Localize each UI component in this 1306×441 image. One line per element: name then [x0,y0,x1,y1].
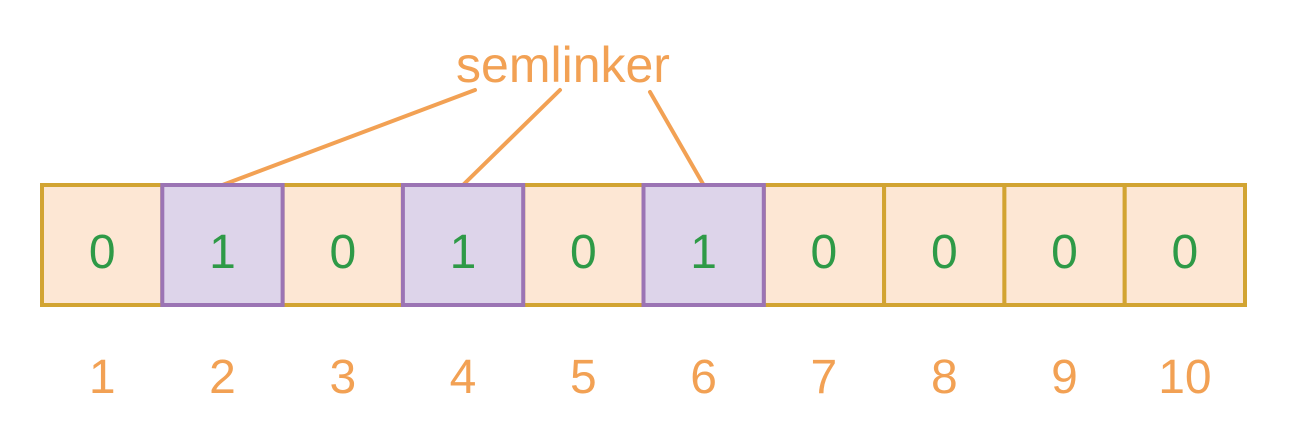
bit-cell-1: 0 [40,183,165,307]
bit-cell-box-highlighted [400,183,526,307]
bit-cell-10: 0 [1122,183,1247,307]
bit-value: 0 [329,226,356,279]
bit-cell-9: 0 [1002,183,1127,307]
bit-value: 0 [89,226,116,279]
bit-value: 0 [811,226,838,279]
connector-line-2 [220,88,477,187]
index-label-8: 8 [931,351,958,404]
index-label-9: 9 [1051,351,1078,404]
index-label-1: 1 [89,351,116,404]
bit-cell-box [1002,183,1127,307]
bit-cell-box [521,183,646,307]
connector-lines [220,88,706,187]
index-label-6: 6 [690,351,717,404]
index-label-10: 10 [1158,351,1211,404]
bit-value: 1 [450,226,477,279]
index-label-7: 7 [811,351,838,404]
bit-cell-4: 1 [400,183,526,307]
bit-value: 0 [1051,226,1078,279]
bit-cell-3: 0 [280,183,405,307]
bit-value: 1 [690,226,717,279]
index-label-2: 2 [209,351,236,404]
index-label-5: 5 [570,351,597,404]
bit-cell-box [280,183,405,307]
bit-cell-box [1122,183,1247,307]
connector-line-6 [648,90,706,187]
bit-value: 0 [1172,226,1199,279]
bit-cell-box-highlighted [641,183,766,307]
bit-cell-5: 0 [521,183,646,307]
index-label-4: 4 [450,351,477,404]
index-label-3: 3 [329,351,356,404]
bit-cell-box-highlighted [160,183,285,307]
bit-value: 1 [209,226,236,279]
connector-line-4 [461,88,562,187]
index-labels: 1 2 3 4 5 6 7 8 9 10 [89,351,1212,404]
bit-cell-6: 1 [641,183,766,307]
hash-key-label: semlinker [456,37,670,93]
bit-cell-box [882,183,1007,307]
bit-value: 0 [570,226,597,279]
bit-cell-8: 0 [882,183,1007,307]
bit-cell-7: 0 [761,183,887,307]
bit-array: 0 0 0 0 0 0 0 1 1 1 [40,183,1247,307]
bit-cell-box [40,183,165,307]
bit-cell-2: 1 [160,183,285,307]
bit-value: 0 [931,226,958,279]
